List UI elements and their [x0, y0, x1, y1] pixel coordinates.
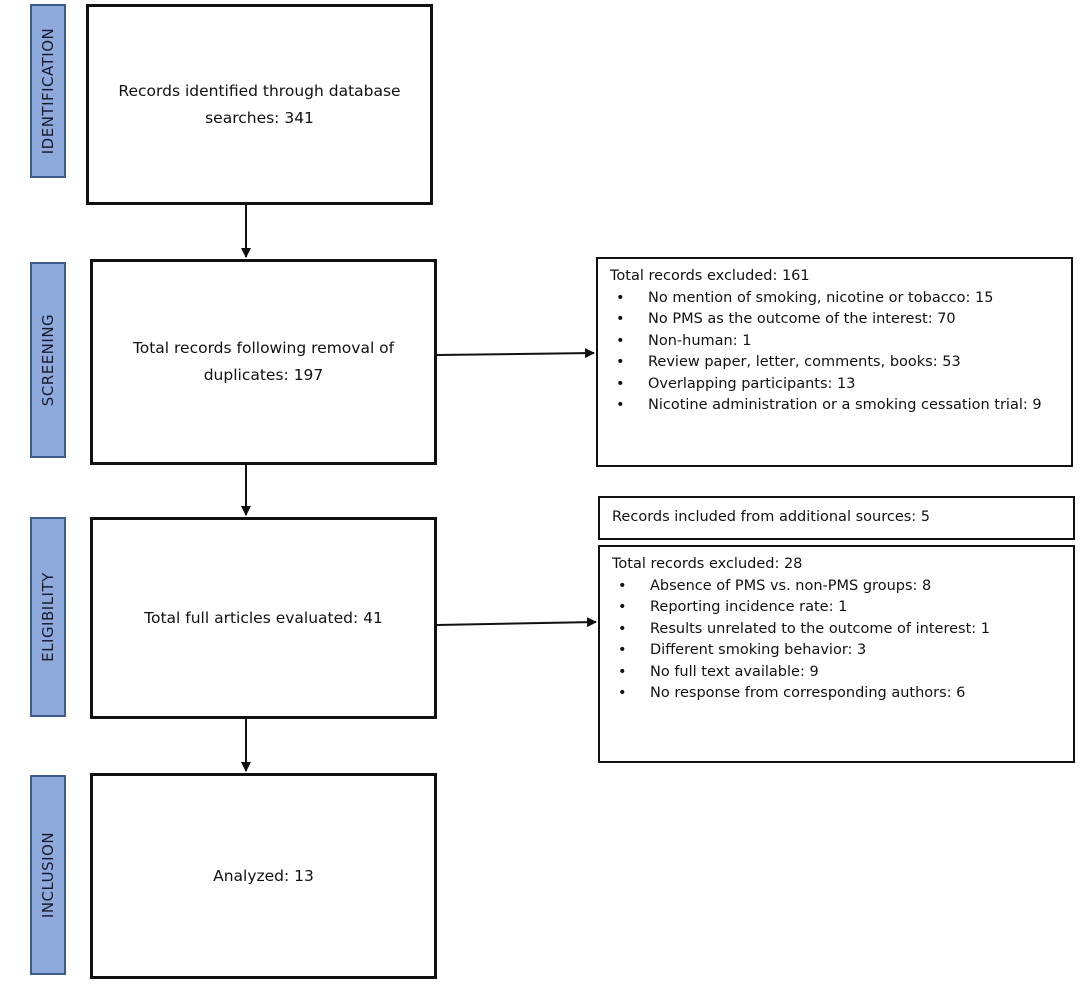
included-text: Analyzed: 13: [213, 866, 314, 885]
stage-inclusion-label: INCLUSION: [39, 831, 57, 919]
identified-text: Records identified through database sear…: [118, 81, 401, 127]
screening-excluded-list: No mention of smoking, nicotine or tobac…: [610, 288, 1059, 417]
eligibility-excluded-list: Absence of PMS vs. non-PMS groups: 8 Rep…: [612, 576, 1061, 705]
list-item: Review paper, letter, comments, books: 5…: [610, 352, 1059, 374]
list-item: No full text available: 9: [612, 662, 1061, 684]
stage-eligibility-label: ELIGIBILITY: [39, 572, 57, 662]
eligibility-excluded-title: Total records excluded: 28: [612, 556, 803, 572]
screened-box: Total records following removal of dupli…: [90, 259, 437, 465]
identified-box: Records identified through database sear…: [86, 4, 433, 205]
eligible-text: Total full articles evaluated: 41: [144, 608, 383, 627]
screened-text: Total records following removal of dupli…: [132, 339, 395, 384]
stage-inclusion: INCLUSION: [30, 775, 66, 975]
stage-screening-label: SCREENING: [39, 313, 57, 407]
list-item: No PMS as the outcome of the interest: 7…: [610, 309, 1059, 331]
screening-excluded-title: Total records excluded: 161: [610, 268, 810, 284]
stage-screening: SCREENING: [30, 262, 66, 458]
included-box: Analyzed: 13: [90, 773, 437, 979]
arrow-screened-to-excluded: [436, 348, 595, 359]
screening-excluded-box: Total records excluded: 161 No mention o…: [596, 257, 1073, 467]
list-item: No response from corresponding authors: …: [612, 683, 1061, 705]
list-item: Reporting incidence rate: 1: [612, 597, 1061, 619]
additional-sources-text: Records included from additional sources…: [612, 509, 931, 526]
stage-eligibility: ELIGIBILITY: [30, 517, 66, 717]
stage-identification: IDENTIFICATION: [30, 4, 66, 178]
list-item: No mention of smoking, nicotine or tobac…: [610, 288, 1059, 310]
list-item: Absence of PMS vs. non-PMS groups: 8: [612, 576, 1061, 598]
stage-identification-label: IDENTIFICATION: [39, 27, 57, 155]
arrow-eligible-to-excluded: [436, 617, 597, 628]
list-item: Different smoking behavior: 3: [612, 640, 1061, 662]
additional-sources-box: Records included from additional sources…: [598, 496, 1075, 540]
eligible-box: Total full articles evaluated: 41: [90, 517, 437, 719]
eligibility-excluded-box: Total records excluded: 28 Absence of PM…: [598, 545, 1075, 763]
list-item: Overlapping participants: 13: [610, 374, 1059, 396]
list-item: Results unrelated to the outcome of inte…: [612, 619, 1061, 641]
list-item: Non-human: 1: [610, 331, 1059, 353]
list-item: Nicotine administration or a smoking ces…: [610, 395, 1059, 417]
